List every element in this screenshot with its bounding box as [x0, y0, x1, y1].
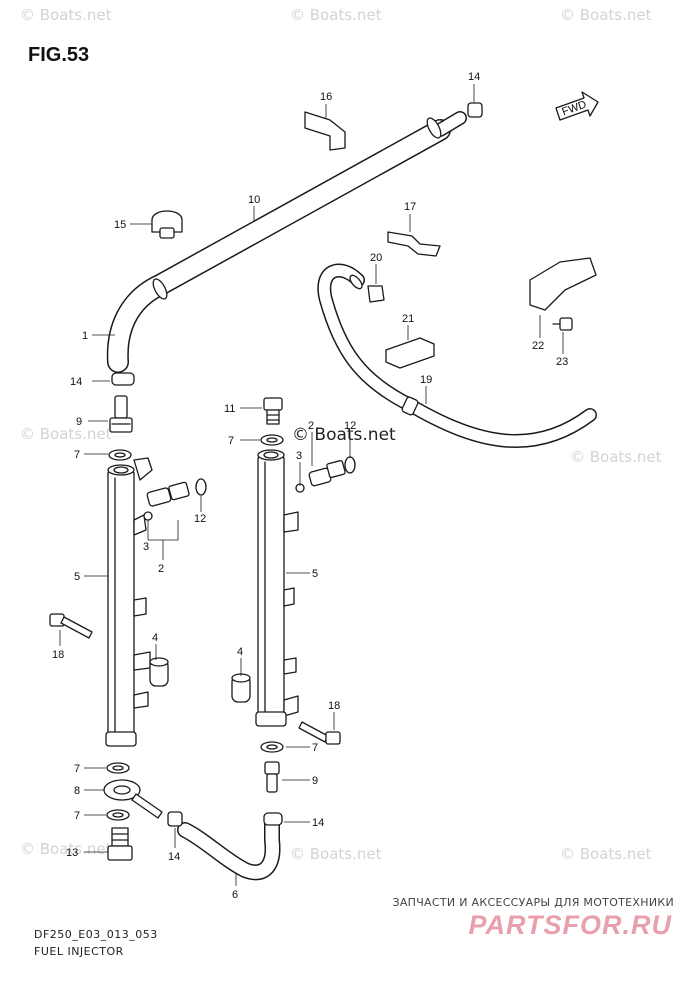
callout-9: 9: [76, 416, 82, 428]
callout-14: 14: [168, 851, 180, 863]
figure-name: FUEL INJECTOR: [34, 945, 124, 958]
callout-14: 14: [312, 817, 324, 829]
bolt-18-right: [298, 721, 341, 745]
bolt-11: [263, 397, 283, 425]
callout-21: 21: [402, 313, 414, 325]
bolt-18-left: [49, 613, 93, 639]
callout-15: 15: [114, 219, 126, 231]
callout-2: 2: [158, 563, 164, 575]
banjo-8: [103, 779, 163, 819]
callout-13: 13: [66, 847, 78, 859]
callout-18: 18: [328, 700, 340, 712]
callout-14: 14: [468, 71, 480, 83]
callout-18: 18: [52, 649, 64, 661]
fuel-rail-left: [105, 457, 153, 747]
callout-16: 16: [320, 91, 332, 103]
figure-code: DF250_E03_013_053: [34, 928, 158, 941]
injector-2-right: [295, 456, 356, 493]
hose-6: [177, 817, 281, 881]
damper-4-right: [231, 673, 251, 703]
callout-3: 3: [143, 541, 149, 553]
fitting-9-left: [109, 395, 133, 433]
callout-1: 1: [82, 330, 88, 342]
callout-12: 12: [194, 513, 206, 525]
clip-20: [367, 285, 385, 303]
shop-tagline: ЗАПЧАСТИ И АКСЕССУАРЫ ДЛЯ МОТОТЕХНИКИ: [392, 896, 674, 909]
watermark: © Boats.net: [560, 845, 652, 863]
hose-19: [317, 263, 597, 448]
watermark: © Boats.net: [290, 845, 382, 863]
callout-7: 7: [74, 810, 80, 822]
callout-5: 5: [74, 571, 80, 583]
bracket-22: [529, 257, 597, 311]
clip-15: [151, 210, 183, 239]
callout-4: 4: [237, 646, 243, 658]
callout-17: 17: [404, 201, 416, 213]
callout-2: 2: [308, 420, 314, 432]
shop-logo: PARTSFOR.RU: [468, 910, 672, 940]
callout-23: 23: [556, 356, 568, 368]
injector-2-left: [143, 478, 207, 521]
watermark: © Boats.net: [20, 6, 112, 24]
callout-11: 11: [224, 403, 235, 415]
hose-10: [106, 111, 467, 373]
bolt-23: [552, 317, 573, 331]
damper-4-left: [149, 657, 169, 687]
callout-6: 6: [232, 889, 238, 901]
washer-7: [106, 434, 284, 821]
watermark: © Boats.net: [560, 6, 652, 24]
clip-21: [385, 337, 435, 369]
watermark-center: © Boats.net: [292, 425, 396, 445]
leader-lines: [59, 84, 564, 886]
callout-14: 14: [70, 376, 82, 388]
watermark: © Boats.net: [290, 6, 382, 24]
clamp-14: [111, 102, 483, 827]
fitting-9-right: [264, 761, 280, 793]
callout-20: 20: [370, 252, 382, 264]
callout-22: 22: [532, 340, 544, 352]
callout-12: 12: [344, 420, 356, 432]
watermark: © Boats.net: [20, 840, 112, 858]
callout-7: 7: [312, 742, 318, 754]
callout-7: 7: [74, 449, 80, 461]
fwd-arrow-icon: [555, 91, 599, 121]
fuel-rail-right: [255, 449, 299, 727]
callout-9: 9: [312, 775, 318, 787]
clip-17: [387, 231, 441, 257]
callout-7: 7: [228, 435, 234, 447]
watermark: © Boats.net: [570, 448, 662, 466]
callout-8: 8: [74, 785, 80, 797]
watermark: © Boats.net: [20, 425, 112, 443]
callout-19: 19: [420, 374, 432, 386]
callout-10: 10: [248, 194, 260, 206]
clip-16: [304, 111, 346, 151]
callout-7: 7: [74, 763, 80, 775]
callout-4: 4: [152, 632, 158, 644]
callout-5: 5: [312, 568, 318, 580]
callout-3: 3: [296, 450, 302, 462]
figure-title: FIG.53: [28, 44, 90, 66]
callouts: 14 16 10 15 17 20 1 22 23 21 14 19 9 11 …: [52, 71, 568, 901]
bolt-13: [107, 827, 133, 861]
